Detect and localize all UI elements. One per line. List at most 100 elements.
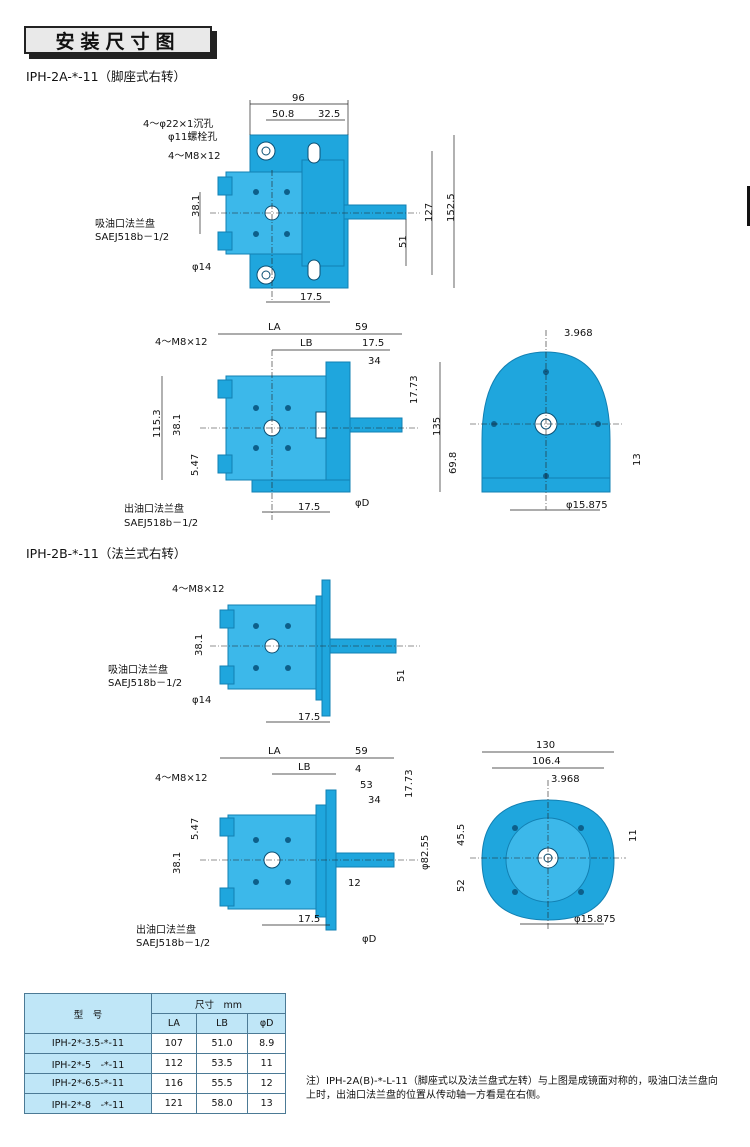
table-cell-model: IPH-2*-3.5-*-11 <box>24 1033 152 1054</box>
table-col-d: φD <box>247 1013 286 1034</box>
foot-base <box>251 479 351 493</box>
bolt <box>285 837 291 843</box>
shaft <box>349 417 403 433</box>
port-boss <box>219 817 235 837</box>
table-cell-la: 107 <box>151 1033 197 1054</box>
dim-106-4: 106.4 <box>532 756 561 767</box>
section1-subtitle: IPH-2A-*-11（脚座式右转） <box>26 69 187 84</box>
bolt <box>253 445 259 451</box>
table-cell-model: IPH-2*-8 -*-11 <box>24 1093 152 1114</box>
port-boss <box>217 176 233 196</box>
dim-LA-1: LA <box>268 322 281 333</box>
flange-plate <box>321 579 331 717</box>
dim-17-5-e: 17.5 <box>298 914 320 925</box>
spec-table: 型 号 尺寸 mm LA LB φD IPH-2*-3.5-*-11 107 5… <box>24 993 286 1114</box>
table-header-model: 型 号 <box>24 993 152 1034</box>
footnote: 注）IPH-2A(B)-*-L-11（脚座式以及法兰盘式左转）与上图是成镜面对称… <box>306 1076 718 1101</box>
dim-13: 13 <box>632 453 643 466</box>
dim-52: 52 <box>456 879 467 892</box>
port-boss <box>219 887 235 907</box>
bolt <box>253 189 259 195</box>
dim-11: 11 <box>628 829 639 842</box>
dim-69-8: 69.8 <box>448 452 459 474</box>
label-phiD-2: φD <box>362 934 377 945</box>
table-cell-lb: 51.0 <box>195 1033 249 1054</box>
table-row: IPH-2*-8 -*-11 121 58.0 13 <box>24 1093 286 1114</box>
dim-59-2: 59 <box>355 746 368 757</box>
section2-subtitle: IPH-2B-*-11（法兰式右转） <box>26 546 187 561</box>
dim-12: 12 <box>348 878 361 889</box>
dim-51: 51 <box>398 235 409 248</box>
table-cell-d: 13 <box>247 1093 286 1114</box>
dim-17-5-b: 17.5 <box>362 338 384 349</box>
table-cell-lb: 58.0 <box>195 1093 249 1114</box>
bolt <box>512 825 518 831</box>
dim-82-55: φ82.55 <box>420 835 431 870</box>
dim-38-1-d: 38.1 <box>172 852 183 874</box>
port-boss <box>217 231 233 251</box>
port-boss <box>217 454 233 474</box>
dim-32-5: 32.5 <box>318 109 340 120</box>
label-screw-m8-3: 4～M8×12 <box>172 584 224 595</box>
shaft <box>343 204 407 220</box>
bolt <box>512 889 518 895</box>
bolt <box>253 623 259 629</box>
bolt <box>285 405 291 411</box>
dim-127: 127 <box>424 203 435 222</box>
bolt <box>285 665 291 671</box>
dim-17-5-a: 17.5 <box>300 292 322 303</box>
dim-45-5: 45.5 <box>456 824 467 846</box>
dim-17-73-1: 17.73 <box>409 375 420 404</box>
label-saej-4: SAEJ518b－1/2 <box>136 938 210 949</box>
slot-hole <box>307 259 321 281</box>
key <box>315 411 327 439</box>
dim-3-968-1: 3.968 <box>564 328 593 339</box>
page-title: 安装尺寸图 <box>24 26 212 54</box>
label-suction-flange-2: 吸油口法兰盘 <box>108 663 168 676</box>
table-col-lb: LB <box>195 1013 249 1034</box>
bolt <box>253 405 259 411</box>
bolt <box>253 837 259 843</box>
label-screw-m8-1: 4～M8×12 <box>168 151 220 162</box>
dim-115-3: 115.3 <box>152 409 163 438</box>
dim-4: 4 <box>355 764 361 775</box>
dim-50-8: 50.8 <box>272 109 294 120</box>
dim-17-5-d: 17.5 <box>298 712 320 723</box>
table-cell-la: 121 <box>151 1093 197 1114</box>
dim-LA-2: LA <box>268 746 281 757</box>
dim-LB-1: LB <box>300 338 313 349</box>
table-cell-model: IPH-2*-5 -*-11 <box>24 1053 152 1074</box>
flange <box>315 804 327 918</box>
fig6-flange-end-view: 130 106.4 3.968 45.5 52 11 φ15.875 <box>456 740 639 930</box>
dim-130: 130 <box>536 740 555 751</box>
dim-38-1: 38.1 <box>191 195 202 217</box>
dim-38-1-c: 38.1 <box>194 634 205 656</box>
bolt <box>253 231 259 237</box>
table-cell-la: 112 <box>151 1053 197 1074</box>
label-discharge-flange-1: 出油口法兰盘 <box>124 502 184 515</box>
table-cell-la: 116 <box>151 1073 197 1094</box>
label-screw-m8-2: 4～M8×12 <box>155 337 207 348</box>
label-suction-flange-1: 吸油口法兰盘 <box>95 217 155 230</box>
fig2-foot-side-view: LA 59 LB 17.5 34 17.73 4～M8×12 115.3 38.… <box>124 322 443 529</box>
counterbore-inner <box>261 270 271 280</box>
port-boss <box>217 379 233 399</box>
table-cell-model: IPH-2*-6.5-*-11 <box>24 1073 152 1094</box>
label-screw-m8-4: 4～M8×12 <box>155 773 207 784</box>
label-bolt-hole: φ11螺栓孔 <box>168 130 217 143</box>
table-header-size: 尺寸 mm <box>151 993 286 1014</box>
bolt <box>595 421 601 427</box>
label-phi14-1: φ14 <box>192 262 211 273</box>
dim-3-968-2: 3.968 <box>551 774 580 785</box>
port-boss <box>219 609 235 629</box>
table-row: IPH-2*-3.5-*-11 107 51.0 8.9 <box>24 1033 286 1054</box>
fig1-foot-top-view: 96 50.8 32.5 4～φ22×1沉孔 φ11螺栓孔 4～M8×12 38… <box>95 93 457 303</box>
dim-34-2: 34 <box>368 795 381 806</box>
fig3-foot-end-view: 3.968 69.8 13 φ15.875 <box>448 328 643 511</box>
bolt <box>285 445 291 451</box>
label-phi14-2: φ14 <box>192 695 211 706</box>
page-edge-mark <box>747 186 750 226</box>
bolt <box>578 889 584 895</box>
label-saej-1: SAEJ518b－1/2 <box>95 232 169 243</box>
port-boss <box>219 665 235 685</box>
